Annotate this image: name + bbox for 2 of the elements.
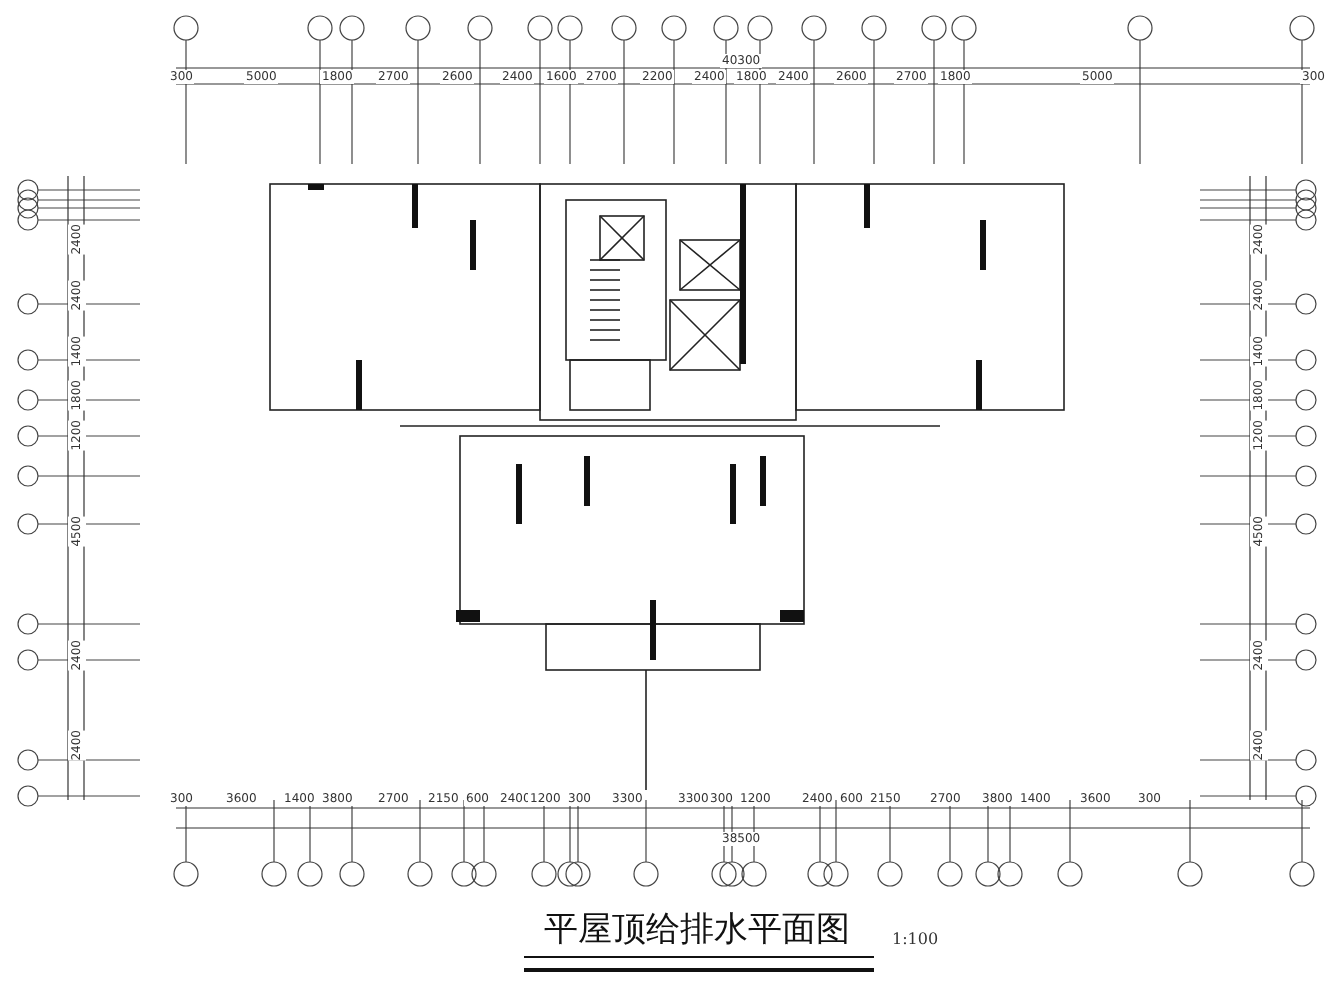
- scale-label: 1:100: [890, 932, 941, 946]
- drawing-title: 平屋顶给排水平面图: [544, 910, 850, 950]
